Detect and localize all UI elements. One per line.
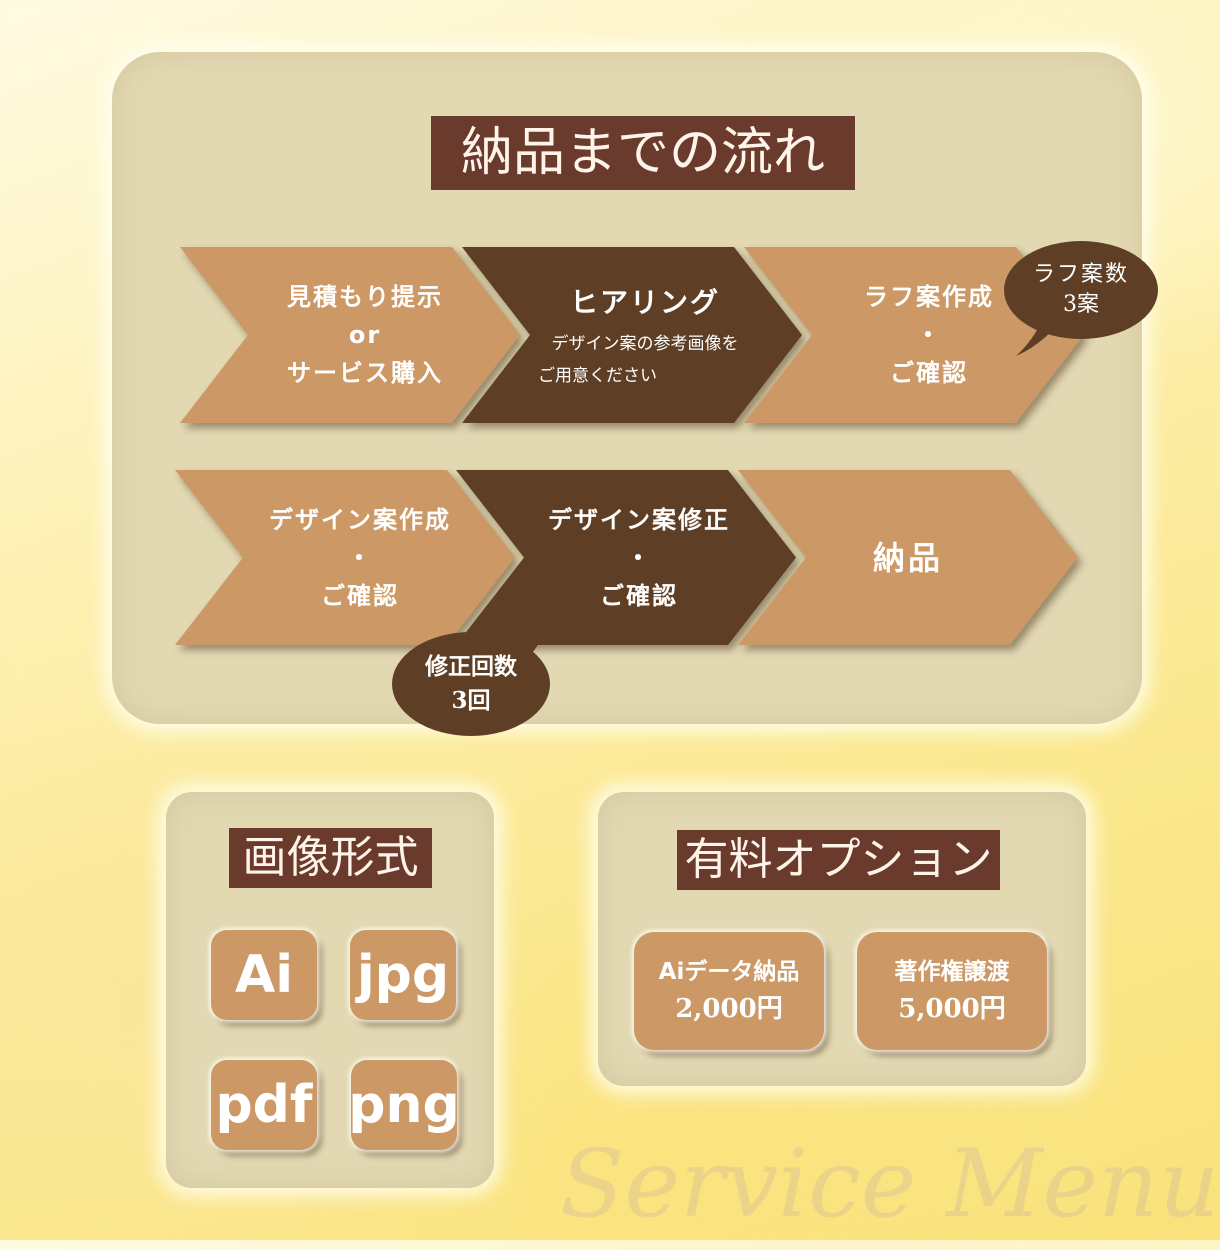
step-revision-line2: ・ — [626, 543, 652, 572]
step-hearing-note1: デザイン案の参考画像を — [551, 334, 739, 354]
step-estimate-line1: 見積もり提示 — [287, 283, 443, 311]
bubble-revision-line2: 3回 — [451, 687, 491, 714]
bubble-rough-line1: ラフ案数 — [1032, 262, 1129, 287]
step-design-line2: ・ — [347, 543, 373, 572]
step-hearing-note2: ご用意ください — [538, 366, 657, 386]
step-revision: デザイン案修正 ・ ご確認 — [456, 470, 796, 645]
flow-title: 納品までの流れ — [431, 116, 855, 190]
watermark-text: Service Menu — [560, 1130, 1220, 1239]
step-design-line1: デザイン案作成 — [269, 505, 451, 534]
format-title: 画像形式 — [229, 828, 432, 888]
bubble-revision-line1: 修正回数 — [425, 654, 517, 680]
step-design: デザイン案作成 ・ ご確認 — [175, 470, 515, 645]
step-estimate-line3: サービス購入 — [287, 359, 443, 387]
option-ai-data-tile: Aiデータ納品 2,000円 — [634, 932, 824, 1050]
step-hearing: ヒアリング デザイン案の参考画像を ご用意ください — [462, 247, 802, 423]
format-ai-tile: Ai — [211, 930, 317, 1020]
format-pdf-tile: pdf — [211, 1060, 317, 1150]
step-delivery: 納品 — [738, 470, 1078, 645]
bubble-rough-count: ラフ案数 3案 — [1004, 241, 1158, 339]
step-estimate-line2: or — [348, 321, 382, 349]
step-rough-line3: ご確認 — [890, 359, 968, 387]
option-copyright-name: 著作権譲渡 — [894, 959, 1010, 985]
step-estimate: 見積もり提示 or サービス購入 — [180, 247, 520, 423]
option-copyright-tile: 著作権譲渡 5,000円 — [857, 932, 1047, 1050]
step-rough-line2: ・ — [916, 321, 942, 349]
option-copyright-price: 5,000円 — [898, 994, 1006, 1024]
bubble-rough-line2: 3案 — [1063, 292, 1099, 317]
bubble-revision-count: 修正回数 3回 — [392, 632, 550, 736]
step-revision-line3: ご確認 — [600, 581, 678, 610]
step-hearing-title: ヒアリング — [569, 286, 720, 319]
step-revision-line1: デザイン案修正 — [548, 505, 730, 534]
step-delivery-label: 納品 — [872, 538, 943, 577]
option-ai-data-name: Aiデータ納品 — [658, 959, 800, 985]
step-rough-line1: ラフ案作成 — [864, 283, 994, 311]
format-jpg-tile: jpg — [350, 930, 456, 1020]
step-design-line3: ご確認 — [321, 581, 399, 610]
options-title: 有料オプション — [677, 830, 1000, 890]
format-png-tile: png — [348, 1060, 460, 1150]
option-ai-data-price: 2,000円 — [675, 994, 783, 1024]
